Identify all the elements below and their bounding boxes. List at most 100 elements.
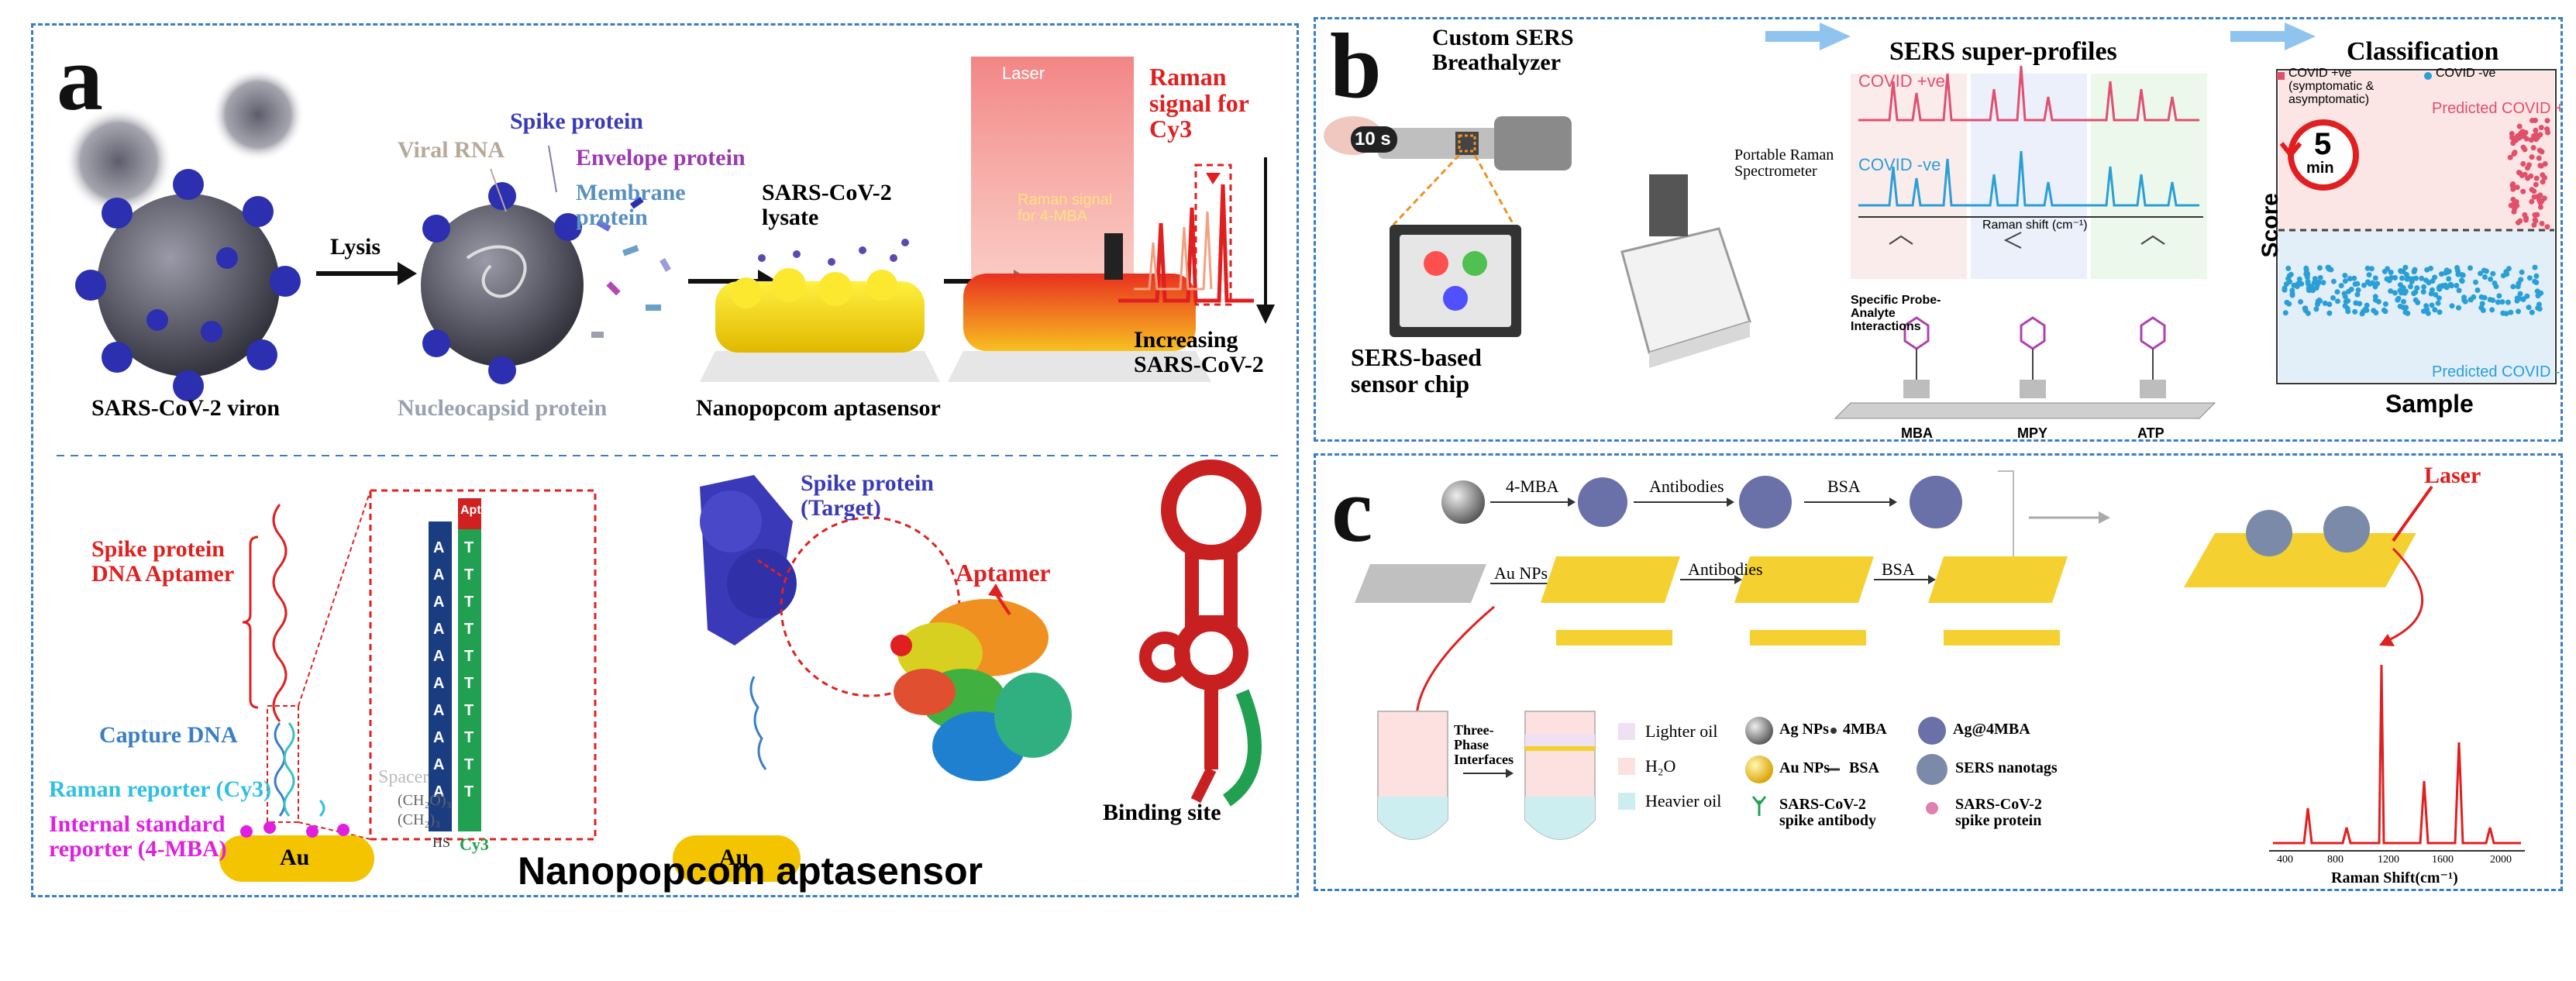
pos-point bbox=[2510, 186, 2516, 192]
neg-point bbox=[2364, 307, 2370, 313]
neg-point bbox=[2529, 309, 2535, 315]
antibodies-step-label: Antibodies bbox=[1649, 477, 1724, 496]
neg-point bbox=[2478, 305, 2485, 311]
neg-point bbox=[2384, 276, 2390, 282]
panel-b: b Custom SERS Breathalyzer 10 s SERS-bas… bbox=[1314, 17, 2563, 442]
spectrometer-illustration bbox=[1620, 174, 1751, 368]
au-nps-step-label: Au NPs bbox=[1494, 563, 1548, 583]
apta-label: Apta bbox=[460, 504, 488, 517]
neg-point bbox=[2532, 264, 2538, 270]
pos-point bbox=[2544, 126, 2550, 133]
timer-unit: min bbox=[2306, 160, 2334, 177]
neg-point bbox=[2352, 308, 2358, 315]
pos-point bbox=[2540, 172, 2546, 178]
probe-mba: MBA bbox=[1901, 425, 1933, 441]
neg-point bbox=[2473, 279, 2478, 285]
neg-point bbox=[2412, 289, 2419, 295]
probe-interactions-label: Specific Probe-Analyte Interactions bbox=[1851, 294, 1941, 333]
pos-point bbox=[2529, 187, 2535, 193]
pos-point bbox=[2541, 195, 2547, 201]
neg-point bbox=[2403, 271, 2409, 277]
neg-point bbox=[2428, 291, 2434, 297]
neg-point bbox=[2425, 310, 2431, 316]
aptamer-label: Aptamer bbox=[956, 559, 1051, 587]
neg-point bbox=[2524, 293, 2530, 299]
pos-point bbox=[2520, 161, 2526, 167]
neg-point bbox=[2368, 266, 2375, 272]
pos-point bbox=[2533, 175, 2540, 181]
neg-point bbox=[2345, 308, 2351, 315]
neg-point bbox=[2405, 310, 2411, 316]
aptasensor-surface-illustration bbox=[700, 239, 940, 382]
envelope-protein-label: Envelope protein bbox=[576, 145, 746, 170]
neg-point bbox=[2432, 307, 2438, 313]
neg-point bbox=[2317, 274, 2323, 281]
neg-point bbox=[2429, 302, 2435, 308]
neg-point bbox=[2355, 287, 2361, 293]
neg-point bbox=[2326, 301, 2333, 308]
neg-point bbox=[2443, 284, 2450, 291]
neg-point bbox=[2320, 280, 2326, 286]
sensor-chip-label: SERS-based sensor chip bbox=[1351, 343, 1482, 398]
mba-step-label: 4-MBA bbox=[1506, 477, 1559, 496]
pos-point bbox=[2529, 154, 2535, 160]
neg-point bbox=[2508, 309, 2514, 315]
neg-point bbox=[2364, 279, 2371, 285]
neg-point bbox=[2372, 275, 2378, 281]
pos-point bbox=[2530, 118, 2535, 123]
neg-point bbox=[2286, 273, 2292, 279]
raman-spectrum-chart bbox=[2269, 664, 2525, 852]
raman-axis-label-c: Raman Shift(cm⁻¹) bbox=[2331, 869, 2458, 886]
pos-point bbox=[2523, 129, 2529, 136]
pos-point bbox=[2531, 222, 2537, 228]
membrane-protein-label: Membrane protein bbox=[576, 180, 686, 230]
pos-point bbox=[2540, 179, 2546, 185]
panel-c-label: c bbox=[1331, 458, 1373, 561]
binding-site-label: Binding site bbox=[1103, 800, 1221, 825]
pos-point bbox=[2528, 173, 2534, 179]
neg-point bbox=[2291, 282, 2297, 288]
neg-point bbox=[2330, 295, 2336, 301]
legend-antibody: SARS-CoV-2 spike antibody bbox=[1779, 796, 1877, 829]
lighter-oil-label: Lighter oil bbox=[1645, 721, 1718, 741]
neg-point bbox=[2516, 308, 2521, 315]
legend-ag-nps: Ag NPs bbox=[1779, 721, 1829, 738]
svg-text:T: T bbox=[464, 648, 474, 665]
aptamer-dna-label: Spike protein DNA Aptamer bbox=[91, 536, 235, 587]
classification-scatter bbox=[2276, 69, 2557, 384]
neg-point bbox=[2532, 278, 2538, 284]
pos-point bbox=[2544, 224, 2550, 230]
neg-point bbox=[2372, 297, 2378, 303]
neg-point bbox=[2459, 278, 2465, 284]
pos-point bbox=[2529, 198, 2535, 205]
neg-point bbox=[2316, 280, 2322, 285]
neg-point bbox=[2482, 274, 2488, 280]
laser-detection-illustration bbox=[948, 57, 1275, 382]
neg-point bbox=[2503, 269, 2509, 275]
neg-point bbox=[2436, 295, 2442, 301]
aptamer-secondary-structure bbox=[1139, 460, 1262, 807]
neg-point bbox=[2395, 297, 2401, 303]
neg-point bbox=[2338, 283, 2344, 289]
neg-point bbox=[2372, 284, 2378, 290]
neg-point bbox=[2302, 305, 2308, 312]
neg-point bbox=[2285, 265, 2292, 271]
neg-point bbox=[2500, 273, 2506, 279]
neg-point bbox=[2330, 278, 2337, 284]
neg-point bbox=[2399, 290, 2405, 296]
neg-point bbox=[2455, 271, 2461, 277]
raman-shift-label: Raman shift (cm⁻¹) bbox=[1982, 219, 2088, 232]
neg-point bbox=[2392, 290, 2398, 296]
dna-sequence-zoom-illustration: AAA AAA AAA A TTT TTT TTT T bbox=[369, 489, 597, 841]
covid-neg-profile-label: COVID -ve bbox=[1858, 155, 1941, 174]
pos-point bbox=[2536, 155, 2542, 161]
svg-text:A: A bbox=[433, 702, 444, 719]
pos-point bbox=[2517, 218, 2523, 224]
neg-point bbox=[2397, 282, 2403, 288]
panel-b-label: b bbox=[1330, 17, 1382, 117]
neg-point bbox=[2298, 299, 2304, 305]
lysed-virion-illustration bbox=[421, 145, 671, 384]
neg-point bbox=[2534, 288, 2540, 294]
legend-au-nps: Au NPs bbox=[1779, 759, 1830, 776]
